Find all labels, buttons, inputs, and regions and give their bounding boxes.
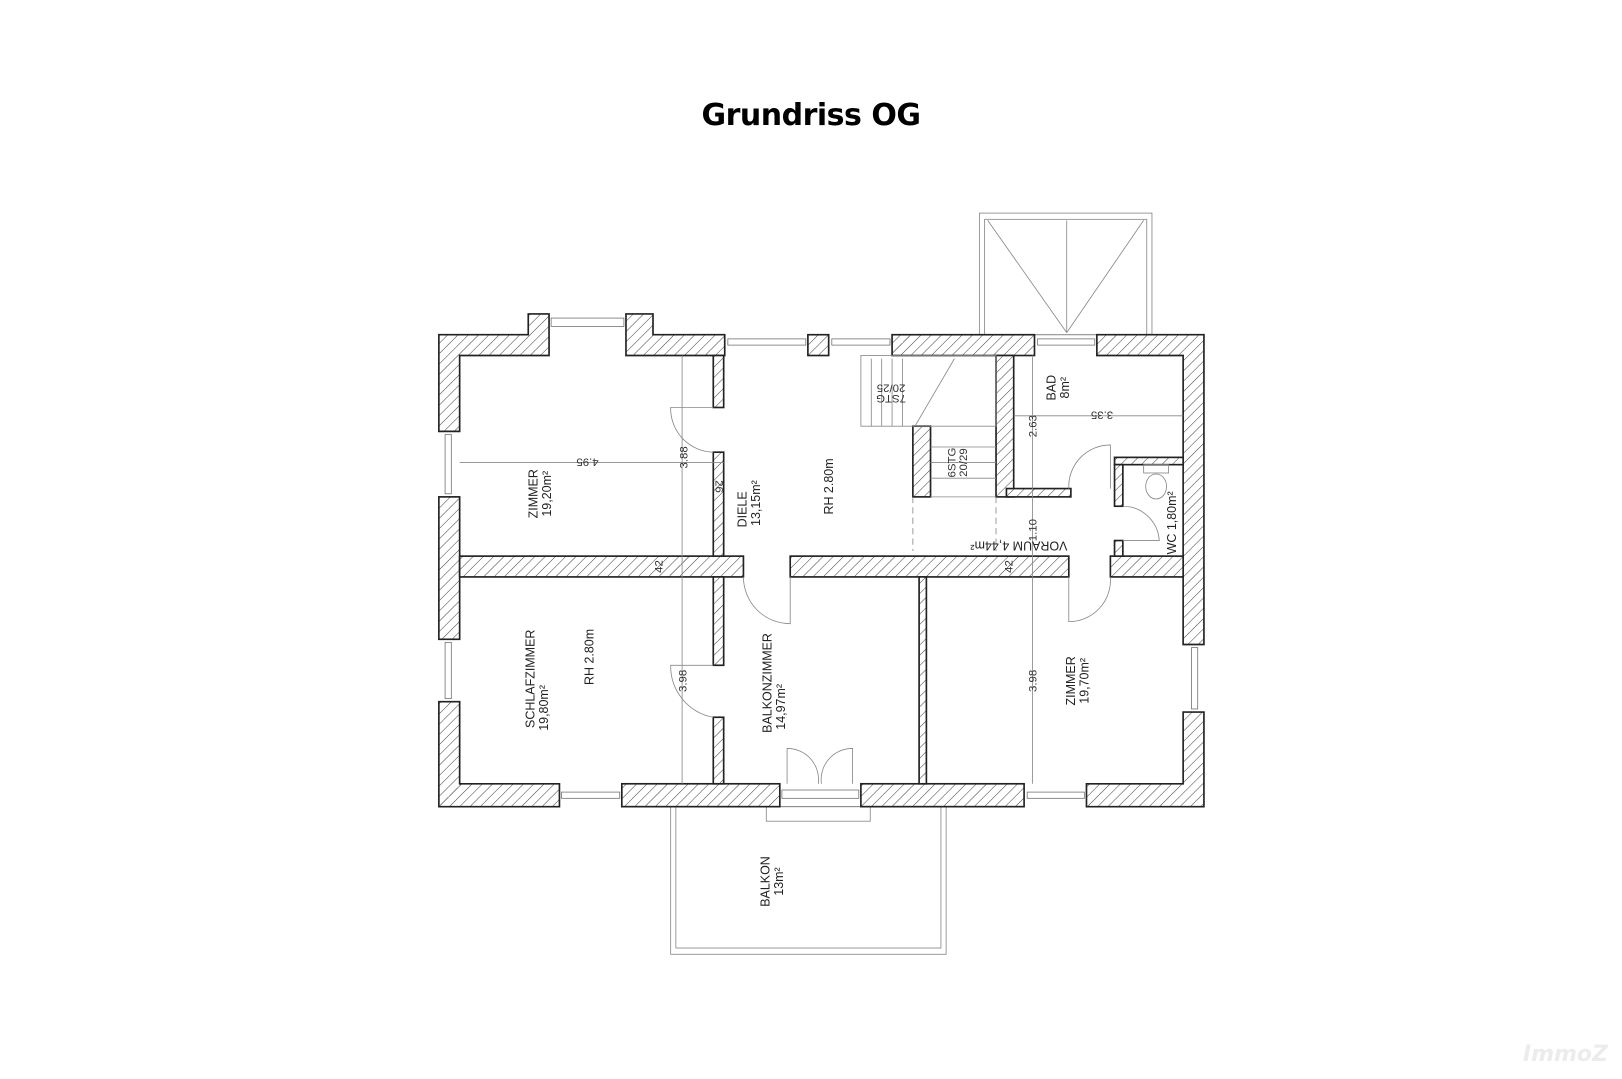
room-height-schlafzimmer: RH 2.80m bbox=[583, 629, 597, 685]
stair-lower-ratio: 20/29 bbox=[958, 448, 970, 477]
room-area-diele: 13,15m² bbox=[749, 480, 763, 526]
interior-walls bbox=[458, 354, 1184, 785]
room-label-diele: DIELE bbox=[736, 491, 750, 527]
stair-upper-steps: 7STG bbox=[876, 392, 906, 404]
room-height-diele: RH 2.80m bbox=[822, 458, 836, 514]
dim-wall-small: 26 bbox=[712, 480, 724, 493]
balcony-outline bbox=[670, 806, 947, 955]
toilet-icon bbox=[1143, 464, 1170, 500]
dim-wall-right: 42 bbox=[1004, 560, 1016, 573]
doors bbox=[670, 407, 1160, 784]
room-area-schlafzimmer: 19,80m² bbox=[537, 685, 551, 731]
stair-upper-ratio: 20/25 bbox=[877, 382, 906, 394]
watermark-logo: ImmoZ bbox=[1522, 1042, 1608, 1067]
dim-bad-width: 3.35 bbox=[1091, 409, 1113, 421]
dim-zimmer-width: 4.95 bbox=[576, 455, 598, 467]
dim-schlafzimmer-depth: 3.98 bbox=[677, 670, 689, 692]
room-label-bad: BAD bbox=[1044, 375, 1058, 401]
exterior-walls bbox=[438, 313, 1205, 808]
windows bbox=[444, 317, 1199, 799]
room-area-zimmer-se: 19,70m² bbox=[1078, 658, 1092, 704]
room-label-balkon: BALKON bbox=[758, 856, 772, 907]
room-area-balkonzimmer: 14,97m² bbox=[774, 684, 788, 730]
room-area-balkon: 13m² bbox=[772, 867, 786, 895]
room-label-wc: WC 1,80m² bbox=[1165, 491, 1179, 554]
dim-bad-depth: 2.63 bbox=[1028, 415, 1040, 437]
dim-wall-left: 42 bbox=[653, 560, 665, 573]
room-label-schlafzimmer: SCHLAFZIMMER bbox=[523, 630, 537, 728]
room-label-zimmer-nw: ZIMMER bbox=[527, 469, 541, 518]
exterior-stair bbox=[978, 212, 1153, 336]
room-area-bad: 8m² bbox=[1058, 377, 1072, 398]
page-title: Grundriss OG bbox=[701, 98, 921, 133]
room-label-vorraum: VORAUM 4,44m² bbox=[970, 539, 1067, 553]
room-label-balkonzimmer: BALKONZIMMER bbox=[760, 633, 774, 733]
room-area-zimmer-nw: 19,20m² bbox=[540, 471, 554, 517]
dimension-lines bbox=[459, 355, 1184, 784]
dim-zimmer-se-depth: 3.98 bbox=[1028, 670, 1040, 692]
dim-vorraum-depth: 1.10 bbox=[1028, 519, 1040, 541]
stair-lower-steps: 6STG bbox=[946, 448, 958, 478]
room-label-zimmer-se: ZIMMER bbox=[1064, 656, 1078, 705]
dim-zimmer-depth: 3.88 bbox=[678, 446, 690, 468]
